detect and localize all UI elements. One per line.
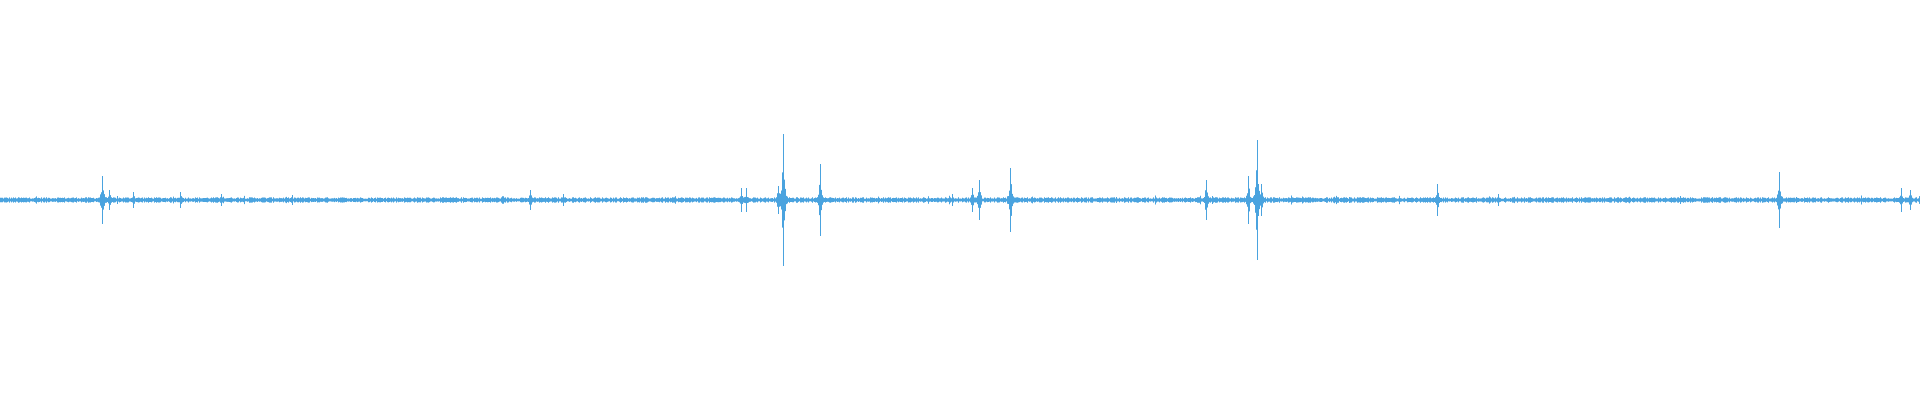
- waveform-bars: [0, 134, 1920, 266]
